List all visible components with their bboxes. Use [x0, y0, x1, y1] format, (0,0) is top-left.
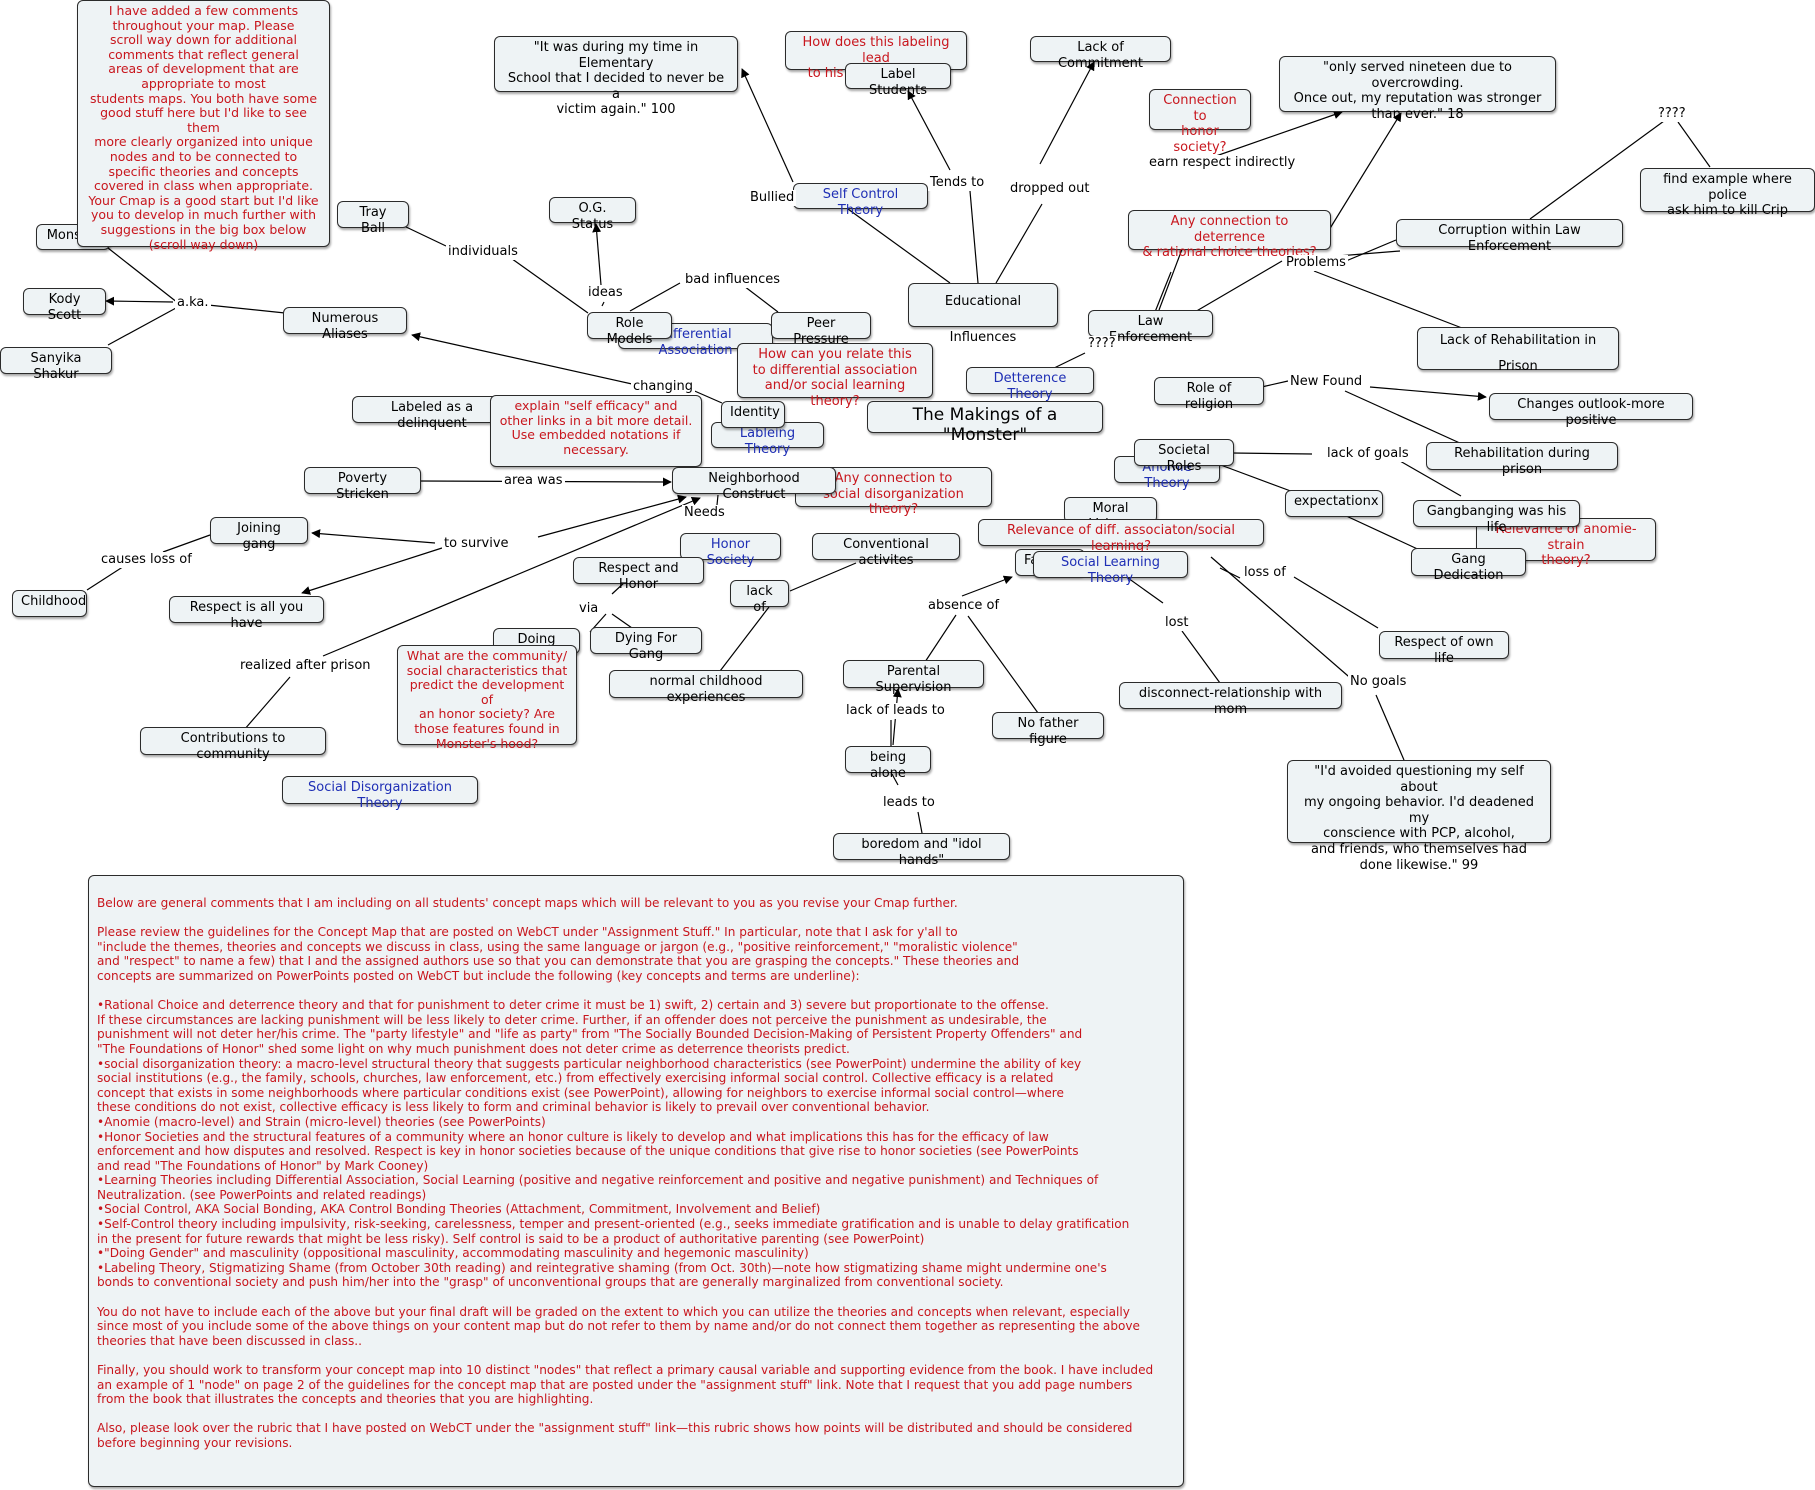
concept-disconnect-mom[interactable]: disconnect-relationship with mom — [1119, 682, 1342, 717]
concept-normal-childhood[interactable]: normal childhood experiences — [609, 670, 803, 705]
link-lack-of-goals: lack of goals — [1325, 446, 1411, 462]
link-lost: lost — [1163, 615, 1191, 631]
comment-paragraph: Also, please look over the rubric that I… — [97, 1421, 1133, 1450]
link-absence-of: absence of — [926, 598, 1002, 614]
quote-served-nineteen[interactable]: "only served nineteen due to overcrowdin… — [1279, 56, 1556, 122]
link-causes-loss-of: causes loss of — [99, 552, 194, 568]
concept-gang-dedication[interactable]: Gang Dedication — [1411, 548, 1526, 583]
concept-role-of-religion[interactable]: Role of religion — [1154, 377, 1264, 412]
comment-relate-learning[interactable]: How can you relate this to differential … — [737, 343, 933, 409]
link-dropped-out: dropped out — [1008, 181, 1092, 197]
theory-social-disorganization[interactable]: Social Disorganization Theory — [282, 776, 478, 811]
link-deterrence-unknown: ???? — [1086, 336, 1118, 352]
comment-general-note[interactable]: I have added a few comments throughout y… — [77, 0, 330, 251]
link-area-was: area was — [502, 473, 565, 489]
concept-label-students[interactable]: Label Students — [845, 63, 951, 98]
concept-corruption[interactable]: Corruption within Law Enforcement — [1396, 219, 1623, 254]
concept-role-models[interactable]: Role Models — [587, 312, 672, 347]
link-earn-respect: earn respect indirectly — [1147, 155, 1298, 171]
concept-parental-supervision[interactable]: Parental Supervision — [843, 660, 984, 695]
comment-honor-society-features[interactable]: What are the community/ social character… — [397, 645, 577, 750]
theory-self-control[interactable]: Self Control Theory — [793, 183, 928, 218]
link-via: via — [577, 601, 601, 617]
concept-societal-roles[interactable]: Societal Roles — [1134, 439, 1234, 474]
general-comments-box[interactable]: Below are general comments that I am inc… — [88, 875, 1184, 1487]
concept-peer-pressure[interactable]: Peer Pressure — [771, 312, 871, 347]
concept-lack-of-commitment[interactable]: Lack of Commitment — [1030, 36, 1171, 71]
link-leads-to: leads to — [881, 795, 937, 811]
theory-honor-society[interactable]: Honor Society — [680, 533, 781, 568]
concept-lack-of-rehabilitation[interactable]: Lack of Rehabilitation in Prison — [1417, 327, 1619, 374]
quote-elementary-school[interactable]: "It was during my time in Elementary Sch… — [494, 36, 738, 117]
concept-rehabilitation-prison[interactable]: Rehabilitation during prison — [1426, 442, 1618, 477]
link-realized-after-prison: realized after prison — [238, 658, 373, 674]
concept-tray-ball[interactable]: Tray Ball — [337, 201, 409, 236]
link-bullied: Bullied — [748, 190, 797, 206]
concept-conventional-activities[interactable]: Conventional activites — [812, 533, 960, 568]
concept-contributions-community[interactable]: Contributions to community — [140, 727, 326, 762]
concept-og-status[interactable]: O.G. Status — [549, 197, 636, 232]
link-bad-influences: bad influences — [683, 272, 783, 288]
concept-find-example[interactable]: find example where police ask him to kil… — [1640, 168, 1815, 218]
concept-boredom-idol-hands[interactable]: boredom and "idol hands" — [833, 833, 1010, 868]
concept-dying-for-gang[interactable]: Dying For Gang — [590, 627, 702, 662]
theory-social-learning[interactable]: Social Learning Theory — [1033, 551, 1188, 586]
concept-lack-of[interactable]: lack of — [730, 580, 789, 615]
comment-self-efficacy[interactable]: explain "self efficacy" and other links … — [490, 395, 702, 467]
comment-paragraph: •Rational Choice and deterrence theory a… — [97, 998, 1130, 1290]
link-lack-of-leads-to: lack of leads to — [844, 703, 947, 719]
comment-deterrence-rational[interactable]: Any connection to deterrence & rational … — [1128, 210, 1331, 260]
concept-childhood[interactable]: Childhood — [12, 590, 87, 617]
concept-joining-gang[interactable]: Joining gang — [210, 517, 308, 552]
link-to-survive: to survive — [442, 536, 511, 552]
concept-numerous-aliases[interactable]: Numerous Aliases — [283, 307, 407, 342]
link-changing: changing — [631, 379, 695, 395]
link-tends-to: Tends to — [928, 175, 987, 191]
comment-paragraph: You do not have to include each of the a… — [97, 1304, 1140, 1348]
concept-sanyika-shakur[interactable]: Sanyika Shakur — [0, 347, 112, 382]
comment-diff-association[interactable]: Relevance of diff. associaton/social lea… — [978, 519, 1264, 554]
concept-labeled-delinquent[interactable]: Labeled as a delinquent — [352, 396, 512, 431]
comment-paragraph: Please review the guidelines for the Con… — [97, 925, 1019, 983]
link-aka: a.ka. — [175, 295, 211, 311]
concept-expectations[interactable]: expectationx — [1285, 490, 1383, 517]
quote-avoided-questioning[interactable]: "I'd avoided questioning my self about m… — [1287, 760, 1551, 873]
map-title[interactable]: The Makings of a "Monster" — [867, 401, 1103, 445]
comment-connection-honor[interactable]: Connection to honor society? — [1149, 89, 1251, 155]
link-needs: Needs — [682, 505, 727, 521]
concept-being-alone[interactable]: being alone — [845, 746, 931, 781]
link-unknown: ???? — [1656, 106, 1688, 122]
concept-no-father-figure[interactable]: No father figure — [992, 712, 1104, 747]
concept-poverty-stricken[interactable]: Poverty Stricken — [304, 467, 421, 502]
concept-neighborhood-construct[interactable]: Neighborhood Construct — [672, 467, 836, 502]
concept-changes-outlook[interactable]: Changes outlook-more positive — [1489, 393, 1693, 428]
link-individuals: individuals — [446, 244, 520, 260]
link-ideas: ideas — [586, 285, 625, 301]
link-no-goals: No goals — [1348, 674, 1409, 690]
comment-paragraph: Finally, you should work to transform yo… — [97, 1363, 1154, 1407]
concept-respect-and-honor[interactable]: Respect and Honor — [573, 557, 704, 592]
concept-respect-is-all[interactable]: Respect is all you have — [169, 596, 324, 631]
link-loss-of: loss of — [1242, 565, 1288, 581]
concept-respect-own-life[interactable]: Respect of own life — [1379, 631, 1509, 666]
concept-law-enforcement[interactable]: Law Enforcement — [1088, 310, 1213, 345]
comment-paragraph: Below are general comments that I am inc… — [97, 896, 958, 910]
concept-kody-scott[interactable]: Kody Scott — [23, 288, 106, 323]
link-new-found: New Found — [1288, 374, 1365, 390]
theory-deterrence[interactable]: Detterence Theory — [966, 367, 1094, 402]
concept-identity[interactable]: Identity — [721, 401, 785, 428]
concept-educational-influences[interactable]: Educational Influences — [908, 283, 1058, 345]
link-problems: Problems — [1284, 255, 1348, 271]
concept-gangbanging-life[interactable]: Gangbanging was his life — [1413, 500, 1580, 535]
